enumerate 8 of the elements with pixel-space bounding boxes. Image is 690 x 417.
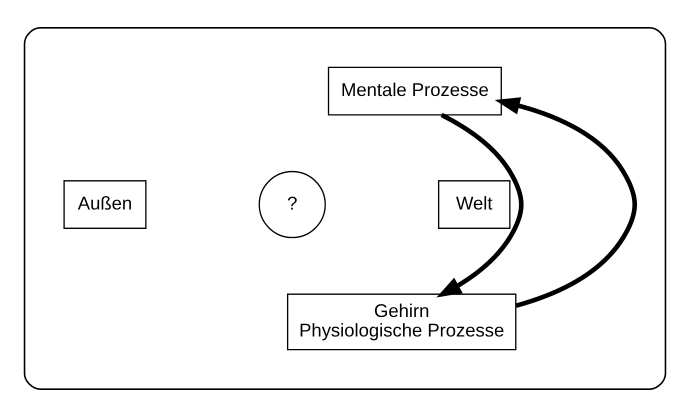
node-box: Mentale Prozesse <box>328 66 502 116</box>
node-circle: ? <box>258 170 326 238</box>
arrow <box>494 97 637 308</box>
cluster <box>24 27 666 390</box>
node-box: Außen <box>63 180 147 229</box>
arrow <box>436 112 524 298</box>
node-box: Welt <box>438 180 511 229</box>
node-box: Gehirn Physiologische Prozesse <box>286 294 516 350</box>
